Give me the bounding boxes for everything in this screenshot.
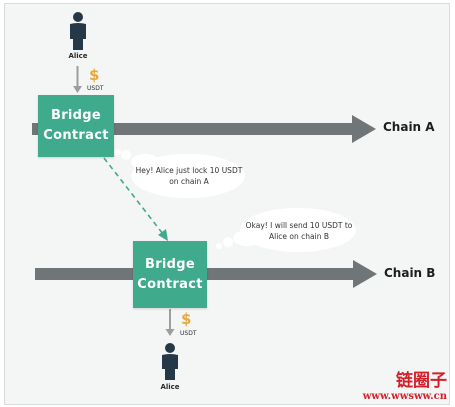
- person-icon: [70, 12, 86, 50]
- watermark: 链圈子 www.wwsww.cn: [363, 372, 447, 403]
- dashed-link-arrow: [103, 157, 168, 241]
- arrow-down-icon: [73, 66, 82, 93]
- bubble-b-text: Okay! I will send 10 USDT to Alice on ch…: [240, 220, 358, 242]
- chain-b-label: Chain B: [384, 266, 436, 280]
- bridge-b-line1: Bridge: [144, 256, 195, 272]
- bridge-b-line2: Contract: [137, 276, 203, 292]
- usdt-label-bottom: USDT: [180, 330, 197, 337]
- chain-a-label: Chain A: [383, 120, 435, 134]
- watermark-url: www.wwsww.cn: [362, 391, 447, 402]
- alice-label-top: Alice: [68, 52, 88, 60]
- usdt-label-top: USDT: [87, 85, 104, 92]
- arrow-down-icon: [165, 309, 175, 336]
- bubble-a-line2: on chain A: [169, 177, 209, 186]
- bubble-b-line2: Alice on chain B: [269, 232, 329, 241]
- alice-label-bottom: Alice: [160, 383, 180, 391]
- bridge-contract-chain-b: Bridge Contract: [133, 241, 207, 308]
- bubble-a-text: Hey! Alice just lock 10 USDT on chain A: [131, 165, 247, 187]
- bridge-a-line2: Contract: [43, 128, 109, 143]
- thought-bubble: [216, 208, 356, 252]
- dollar-icon: $: [181, 310, 192, 328]
- thought-bubble: [115, 149, 245, 198]
- dollar-icon: $: [89, 66, 100, 84]
- person-icon: [162, 343, 178, 380]
- watermark-title: 链圈子: [396, 371, 447, 391]
- bubble-a-line1: Hey! Alice just lock 10 USDT: [135, 166, 243, 175]
- bridge-a-line1: Bridge: [50, 108, 101, 123]
- bubble-b-line1: Okay! I will send 10 USDT to: [245, 221, 353, 230]
- bridge-contract-chain-a: Bridge Contract: [38, 95, 114, 157]
